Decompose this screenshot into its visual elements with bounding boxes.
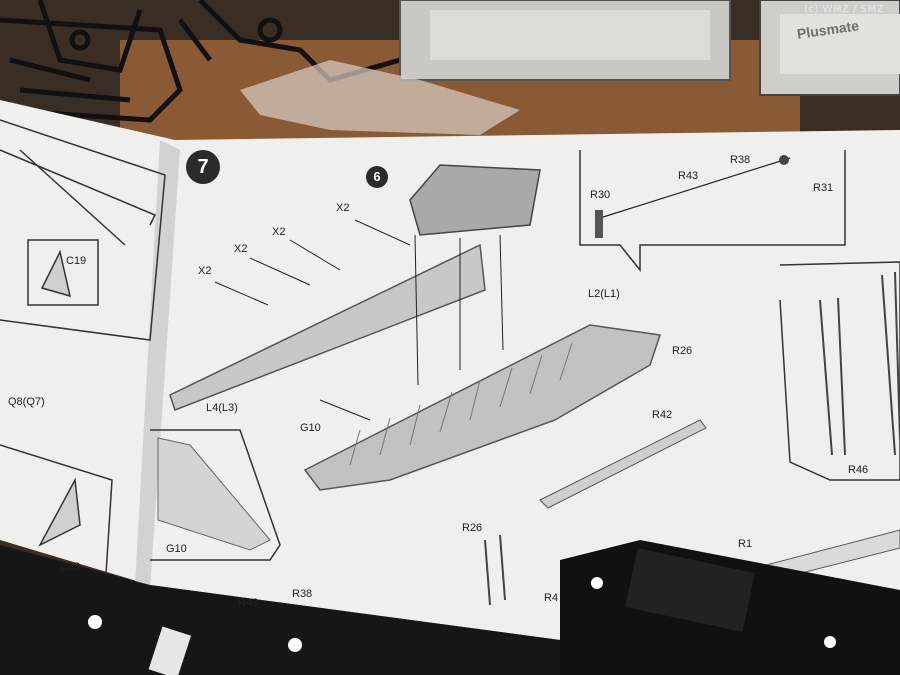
hull-plate-l4 — [169, 243, 486, 411]
assembly-guide-lines — [214, 219, 504, 421]
label-r42: R42 — [652, 409, 673, 421]
plastic-box-right-lid — [780, 14, 900, 74]
label-g10-b: G10 — [166, 543, 187, 555]
ladder-bottom — [484, 534, 506, 606]
label-l4: L4(L3) — [206, 402, 238, 414]
label-r43: R43 — [678, 170, 699, 182]
label-g10-a: G10 — [300, 422, 321, 434]
step-number-badge: 7 — [186, 150, 220, 184]
hull-ribs — [349, 342, 573, 466]
callout-g10 — [150, 429, 281, 561]
superstructure-6 — [409, 164, 541, 236]
label-l2: L2(L1) — [588, 288, 620, 300]
ladder-r46 — [819, 271, 900, 456]
label-r43-bottom: R43 — [238, 597, 259, 609]
plastic-box-left-lid — [430, 10, 710, 60]
plastic-bag — [240, 60, 520, 135]
sprue-holes — [88, 577, 836, 652]
label-c28: C28 — [60, 561, 81, 573]
sub-step-badge: 6 — [366, 166, 388, 188]
part-g10-detail — [157, 437, 271, 551]
sprue-bar — [625, 548, 755, 632]
label-r46: R46 — [848, 464, 869, 476]
label-r1: R1 — [738, 538, 753, 550]
label-q8: Q8(Q7) — [8, 396, 45, 408]
part-r38-ball — [779, 155, 789, 165]
callout-r46 — [779, 261, 900, 481]
label-x2-b: X2 — [272, 226, 286, 238]
railing-strip — [539, 419, 707, 509]
photo-copyright: (c) WMZ / SMZ — [804, 4, 884, 15]
label-r38-top: R38 — [730, 154, 751, 166]
main-hull-l2 — [303, 324, 661, 491]
booklet-spine-shadow — [135, 140, 180, 590]
left-page-drawing — [0, 119, 166, 591]
label-r26-a: R26 — [672, 345, 693, 357]
part-r30-post — [595, 210, 603, 238]
part-r43-line — [599, 157, 791, 219]
label-c19: C19 — [66, 255, 87, 267]
sprue-bottom-left — [0, 545, 560, 675]
label-r30: R30 — [590, 189, 611, 201]
label-r4: R4 — [544, 592, 559, 604]
callout-top-right — [579, 150, 846, 273]
label-x2-d: X2 — [198, 265, 212, 277]
label-r31: R31 — [813, 182, 834, 194]
sprue-tab — [148, 626, 192, 675]
label-r38-bottom: R38 — [292, 588, 313, 600]
label-x2-c: X2 — [234, 243, 248, 255]
label-r26-b: R26 — [462, 522, 483, 534]
label-x2-a: X2 — [336, 202, 350, 214]
